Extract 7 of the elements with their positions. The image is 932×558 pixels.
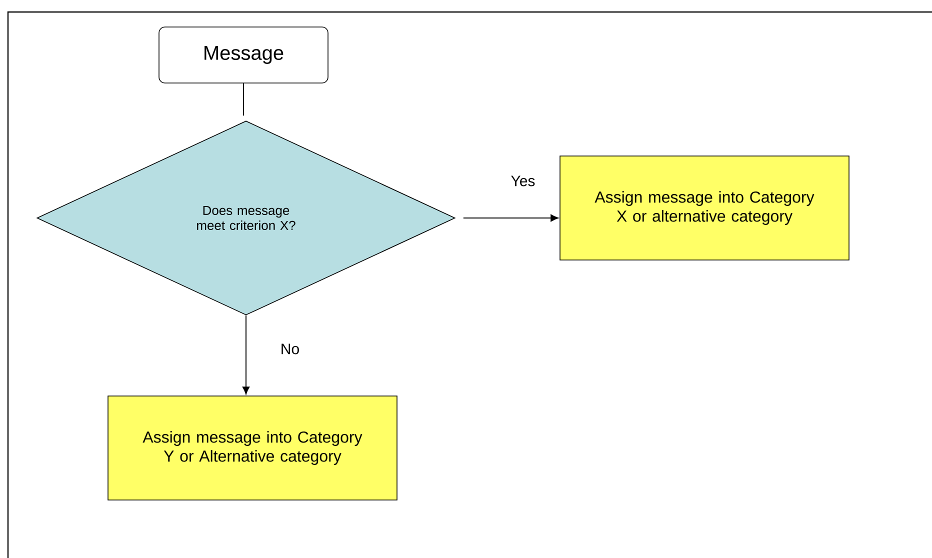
arrow [462,214,558,222]
start-box: Message [158,26,328,84]
edge-label: Yes [511,176,535,186]
process-box: Assign message into Category Y or Alternative category [108,396,398,500]
arrow [242,314,250,394]
process-box: Assign message into Category X or alternative category [560,156,850,260]
edge-label: No [282,344,299,354]
